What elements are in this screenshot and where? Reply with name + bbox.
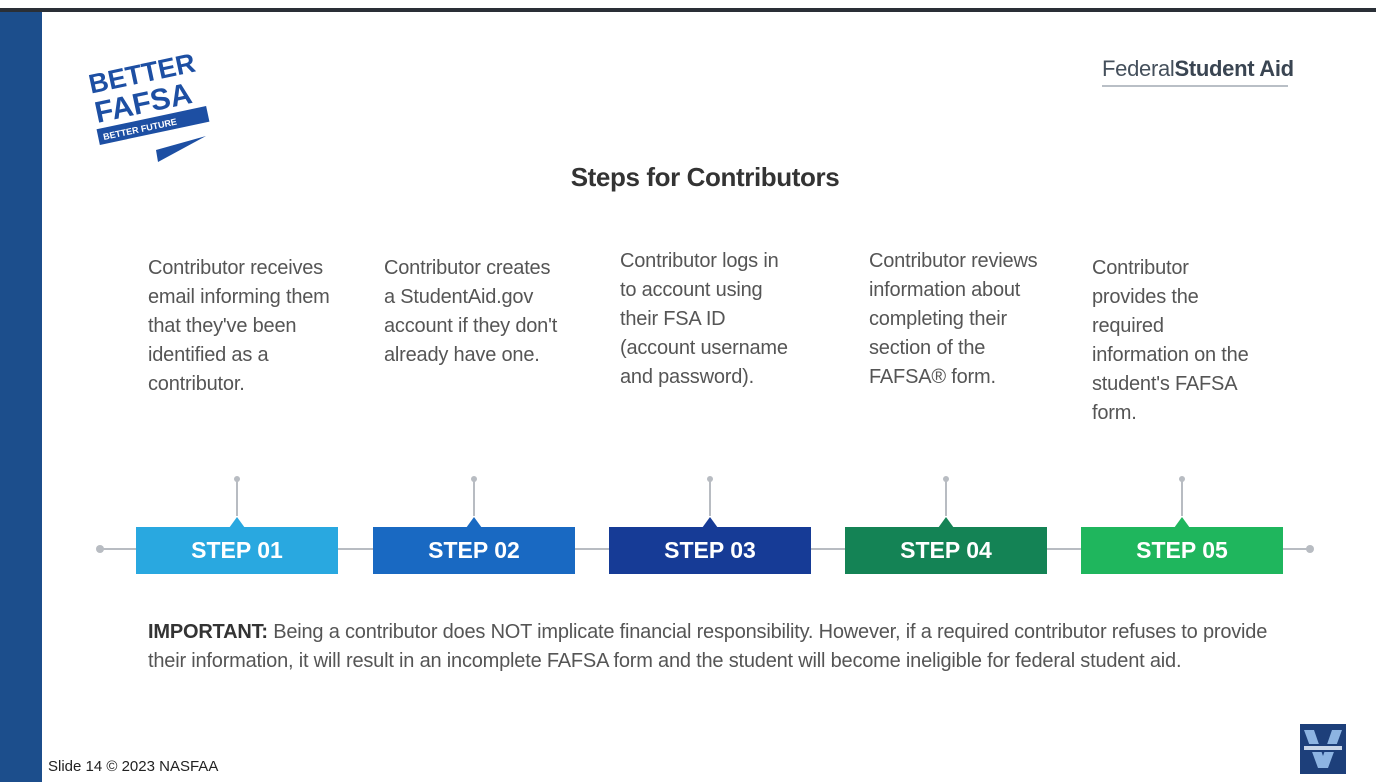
fsa-word-student-aid: Student Aid	[1174, 56, 1295, 81]
slide-title: Steps for Contributors	[570, 162, 840, 192]
step-05-description: Contributor provides the required inform…	[1092, 257, 1249, 424]
fsa-word-federal: Federal	[1102, 56, 1175, 81]
step-03-connector	[707, 476, 713, 516]
fsa-tagline-line	[1102, 85, 1288, 87]
timeline-start-dot	[96, 545, 104, 553]
step-05-connector	[1179, 476, 1185, 516]
step-03-description: Contributor logs in to account using the…	[620, 250, 788, 388]
step-01-connector	[234, 476, 240, 516]
left-accent-bar	[0, 12, 42, 782]
step-01-description: Contributor receives email informing the…	[148, 257, 330, 395]
slide-footer: Slide 14 © 2023 NASFAA	[48, 758, 219, 775]
step-05-box: STEP 05	[1081, 517, 1283, 574]
step-03-box: STEP 03	[609, 517, 811, 574]
top-rule	[0, 8, 1376, 12]
step-04-box: STEP 04	[845, 517, 1047, 574]
important-text: Being a contributor does NOT implicate f…	[148, 621, 1268, 672]
step-02-connector	[471, 476, 477, 516]
step-04-description: Contributor reviews information about co…	[869, 250, 1038, 388]
step-01-box: STEP 01	[136, 517, 338, 574]
federal-student-aid-logo: FederalStudent Aid	[1102, 56, 1322, 92]
step-02-box: STEP 02	[373, 517, 575, 574]
important-label: IMPORTANT:	[148, 621, 268, 643]
better-fafsa-logo: BETTER FAFSA BETTER FUTURE	[88, 52, 218, 164]
important-note: IMPORTANT: Being a contributor does NOT …	[148, 618, 1268, 676]
university-logo-icon	[1298, 722, 1348, 776]
step-04-connector	[943, 476, 949, 516]
timeline-end-dot	[1306, 545, 1314, 553]
step-02-description: Contributor creates a StudentAid.gov acc…	[384, 257, 558, 366]
